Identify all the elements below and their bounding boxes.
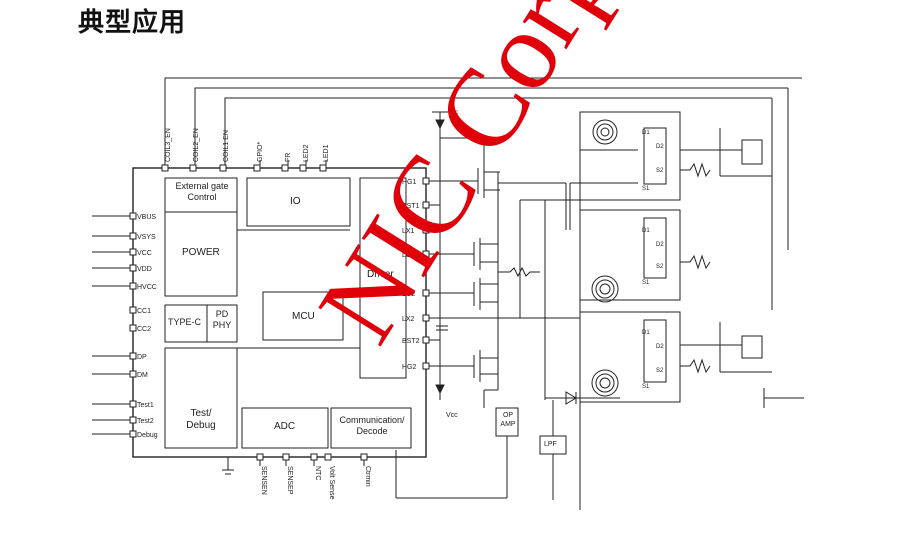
driver-pin-label: LX2 [402, 316, 415, 323]
top-pin-marker [281, 164, 289, 172]
svg-text:D1: D1 [642, 228, 650, 234]
bottom-pin-label: NTC [314, 466, 321, 480]
driver-pin-label: BST1 [402, 203, 420, 210]
block-type-c: TYPE-C [168, 317, 202, 327]
left-pin-marker [129, 248, 137, 256]
left-pin-marker [129, 400, 137, 408]
left-pin-marker [129, 370, 137, 378]
block-pd-phy: PD PHY [212, 309, 232, 330]
block-external-gate: External gate Control [175, 181, 229, 202]
left-pin-marker [129, 264, 137, 272]
bottom-pin-marker [282, 453, 290, 461]
bottom-pin-marker [324, 453, 332, 461]
left-pin-marker [129, 282, 137, 290]
svg-text:S2: S2 [656, 368, 664, 374]
top-pin-marker [189, 164, 197, 172]
label-vcc-top: Vcc [448, 110, 459, 116]
top-pin-marker [161, 164, 169, 172]
driver-pin-label: LG1 [402, 252, 415, 259]
top-pin-marker [319, 164, 327, 172]
bottom-pin-label: SENSEP [286, 466, 293, 495]
top-pin-label: COIL2_EN [193, 128, 200, 162]
svg-text:D2: D2 [656, 242, 664, 248]
left-pin-label: Test2 [137, 418, 154, 425]
bottom-pin-marker [256, 453, 264, 461]
svg-text:S2: S2 [656, 168, 664, 174]
left-pin-label: VBUS [137, 214, 156, 221]
left-pin-label: DP [137, 354, 147, 361]
left-pin-label: HVCC [137, 284, 157, 291]
driver-pin-label: HG1 [402, 179, 417, 186]
page-title: 典型应用 [78, 8, 187, 38]
left-pin-label: CC1 [137, 308, 151, 315]
bottom-pin-label: Volt Sense [328, 466, 335, 500]
svg-text:D2: D2 [656, 344, 664, 350]
svg-text:S1: S1 [642, 186, 650, 192]
driver-pin-marker [422, 201, 430, 209]
svg-text:S1: S1 [642, 384, 650, 390]
block-adc: ADC [274, 421, 296, 432]
driver-pin-marker [422, 336, 430, 344]
left-pin-marker [129, 352, 137, 360]
bottom-pin-label: Ctrmin [364, 466, 371, 487]
top-pin-label: LED2 [303, 144, 310, 162]
left-pin-marker [129, 430, 137, 438]
block-driver: Driver [367, 269, 394, 280]
block-communication-decode: Communication/ Decode [339, 415, 405, 436]
bottom-pin-label: SENSEN [260, 466, 267, 495]
block-power: POWER [182, 247, 220, 258]
top-pin-label: FR [285, 153, 292, 162]
svg-text:D2: D2 [656, 144, 664, 150]
block-mcu: MCU [292, 311, 315, 322]
driver-pin-marker [422, 250, 430, 258]
top-pin-label: GPIO* [257, 141, 264, 162]
left-pin-label: VDD [137, 266, 152, 273]
left-pin-marker [129, 416, 137, 424]
block-test-debug: Test/ Debug [186, 408, 216, 431]
top-pin-marker [219, 164, 227, 172]
top-pin-label: COIL3_EN [165, 128, 172, 162]
svg-text:S2: S2 [656, 264, 664, 270]
left-pin-label: Test1 [137, 402, 154, 409]
driver-pin-label: HG2 [402, 364, 417, 371]
top-pin-marker [299, 164, 307, 172]
label-lpf: LPF [544, 441, 557, 448]
bottom-pin-marker [360, 453, 368, 461]
block-io: IO [290, 196, 301, 207]
left-pin-marker [129, 306, 137, 314]
bottom-pin-marker [310, 453, 318, 461]
driver-pin-marker [422, 362, 430, 370]
left-pin-label: DM [137, 372, 148, 379]
label-vcc-bottom: Vcc [446, 412, 458, 419]
svg-text:S1: S1 [642, 280, 650, 286]
top-pin-marker [253, 164, 261, 172]
driver-pin-marker [422, 289, 430, 297]
left-pin-marker [129, 212, 137, 220]
label-op-amp: OP AMP [500, 412, 516, 428]
left-pin-label: VCC [137, 250, 152, 257]
svg-text:D1: D1 [642, 330, 650, 336]
left-pin-label: CC2 [137, 326, 151, 333]
driver-pin-marker [422, 314, 430, 322]
driver-pin-marker [422, 177, 430, 185]
top-pin-label: LED1 [323, 144, 330, 162]
left-pin-label: VSYS [137, 234, 156, 241]
left-pin-marker [129, 232, 137, 240]
left-pin-label: Debug [137, 432, 158, 439]
driver-pin-label: LG2 [402, 291, 415, 298]
svg-text:D1: D1 [642, 130, 650, 136]
left-pin-marker [129, 324, 137, 332]
driver-pin-label: LX1 [402, 228, 415, 235]
driver-pin-label: BST2 [402, 338, 420, 345]
top-pin-label: COIL1 EN [223, 130, 230, 162]
driver-pin-marker [422, 226, 430, 234]
